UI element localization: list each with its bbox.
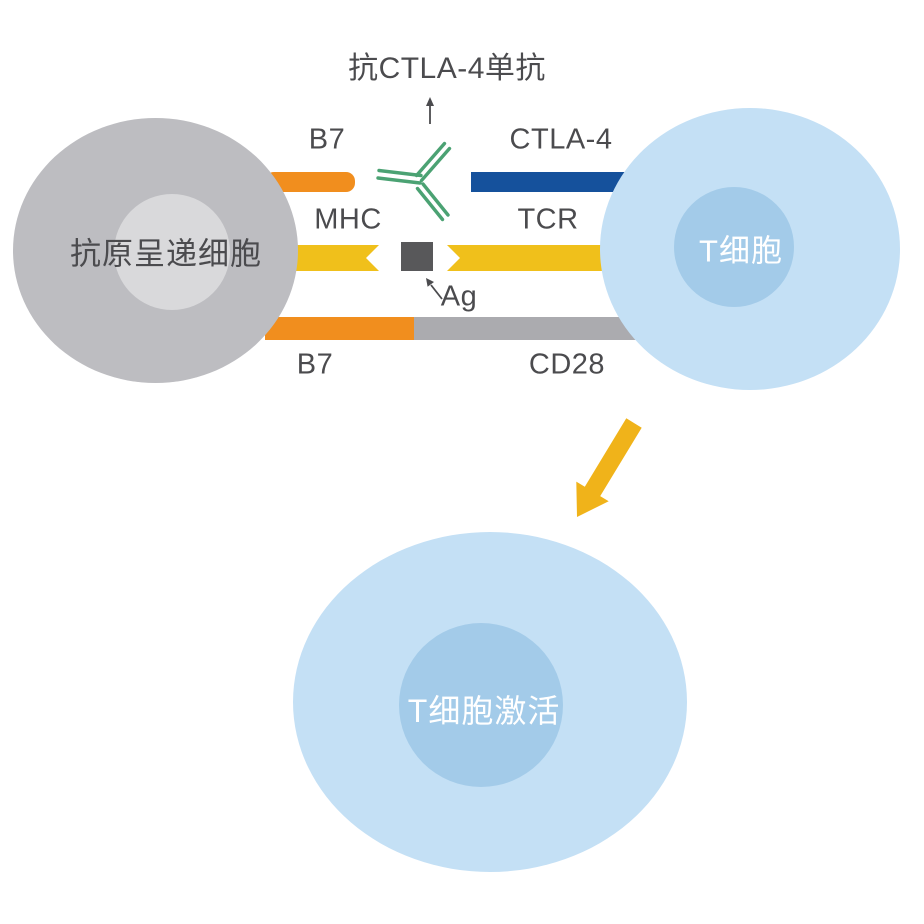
ag-square — [401, 242, 433, 271]
anti-ctla4-mab-label: 抗CTLA-4单抗 — [348, 52, 546, 85]
ag-label: Ag — [440, 280, 478, 313]
t-cell-nucleus — [674, 187, 794, 307]
tcr-bar — [447, 245, 645, 271]
t-cell-label: T细胞 — [699, 233, 783, 269]
ctla4-bar — [471, 172, 640, 192]
activated-t-cell-label: T细胞激活 — [407, 692, 561, 729]
cd28-bar — [414, 317, 645, 340]
activated-t-cell-nucleus — [399, 623, 563, 787]
b7-bottom-bar — [265, 317, 414, 340]
apc-cell: 抗原呈递细胞 — [13, 118, 298, 383]
antibody-icon — [376, 141, 452, 222]
activated-t-cell: T细胞激活 — [293, 532, 687, 872]
apc-nucleus — [114, 194, 230, 310]
cd28-label: CD28 — [528, 348, 606, 381]
mhc-label: MHC — [314, 203, 382, 236]
up-arrow-icon — [426, 97, 434, 124]
b7-top-bar — [265, 172, 355, 192]
t-cell: T细胞 — [600, 108, 900, 390]
b7-top-label: B7 — [308, 123, 346, 156]
tcr-label: TCR — [517, 203, 579, 236]
b7-bottom-label: B7 — [296, 348, 334, 381]
ag-pointer-arrow-icon — [426, 278, 443, 300]
activation-arrow-icon — [576, 418, 642, 517]
apc-cell-label: 抗原呈递细胞 — [70, 236, 263, 272]
ctla4-label: CTLA-4 — [509, 123, 613, 156]
